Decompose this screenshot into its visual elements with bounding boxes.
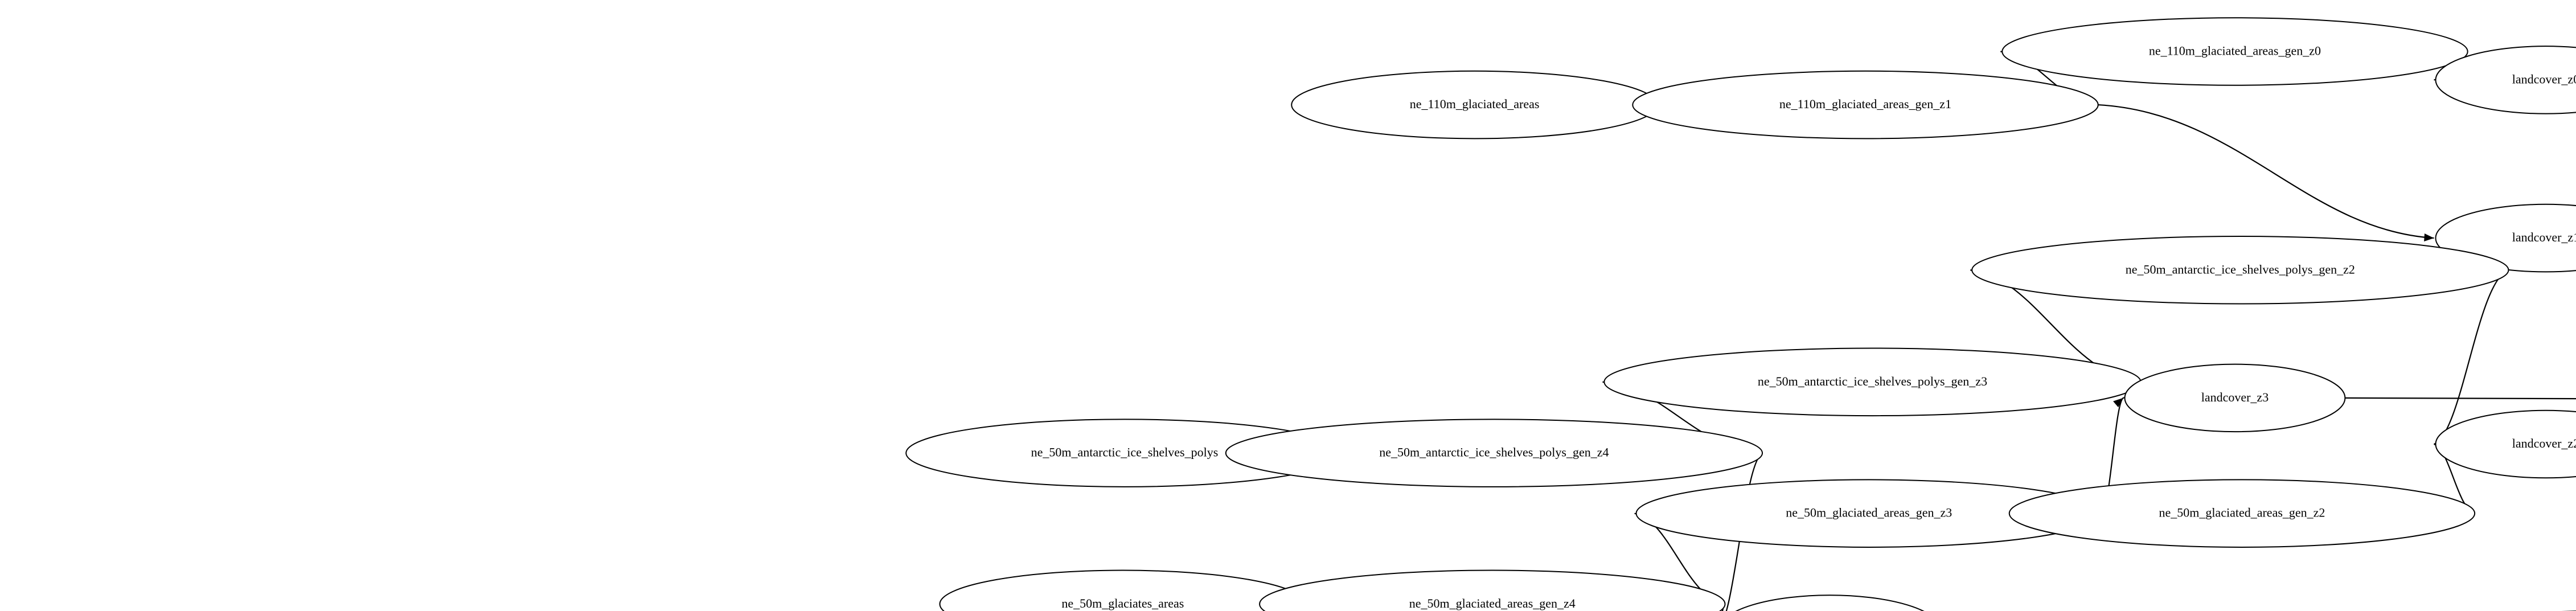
node-label: ne_50m_antarctic_ice_shelves_polys	[1031, 445, 1219, 460]
graph-node-ne_50m_antarctic_ice_shelves_polys[interactable]: ne_50m_antarctic_ice_shelves_polys	[905, 419, 1344, 487]
node-ellipse	[2435, 409, 2576, 479]
node-ellipse	[2001, 17, 2468, 86]
node-label: ne_50m_glaciated_areas_gen_z4	[1409, 596, 1576, 610]
node-label: ne_110m_glaciated_areas_gen_z1	[1779, 97, 1951, 111]
node-ellipse	[2008, 479, 2476, 548]
node-ellipse	[1735, 594, 1925, 611]
graph-node-ne_50m_glaciated_areas_gen_z2[interactable]: ne_50m_glaciated_areas_gen_z2	[2008, 479, 2476, 548]
node-ellipse	[1971, 235, 2509, 305]
graph-edge-landcover_z6--to--layer_landcover-z6	[2345, 565, 2576, 611]
graph-node-ne_50m_glaciated_areas_gen_z4[interactable]: ne_50m_glaciated_areas_gen_z4	[1259, 569, 1726, 611]
graph-node-ne_50m_glaciated_areas_gen_z3[interactable]: ne_50m_glaciated_areas_gen_z3	[1635, 479, 2102, 548]
edge-path	[2098, 104, 2434, 239]
node-label: ne_50m_glaciated_areas_gen_z2	[2159, 506, 2325, 520]
edge-arrowhead	[2424, 233, 2434, 242]
node-label: landcover_z2	[2512, 436, 2576, 450]
graph-node-ne_50m_antarctic_ice_shelves_polys_gen_z4[interactable]: ne_50m_antarctic_ice_shelves_polys_gen_z…	[1225, 419, 1763, 487]
graph-node-landcover_z4[interactable]: landcover_z4	[1720, 594, 1940, 611]
edge-path	[2345, 569, 2576, 611]
graph-node-landcover_z0[interactable]: landcover_z0	[2435, 46, 2576, 114]
graph-node-ne_110m_glaciated_areas[interactable]: ne_110m_glaciated_areas	[1291, 70, 1658, 140]
graph-node-ne_110m_glaciated_areas_gen_z1[interactable]: ne_110m_glaciated_areas_gen_z1	[1632, 70, 2099, 140]
node-ellipse	[1259, 569, 1726, 611]
node-label: ne_50m_glaciates_areas	[1061, 596, 1184, 610]
nodes-layer: imposm3osm_landcover_polygonsimplify_vw_…	[905, 17, 2576, 611]
graph-node-landcover_z3[interactable]: landcover_z3	[2124, 363, 2346, 433]
node-ellipse	[2124, 363, 2346, 433]
node-label: ne_110m_glaciated_areas	[1410, 97, 1540, 111]
node-label: landcover_z1	[2512, 230, 2576, 244]
graph-edge-ne_110m_glaciated_areas_gen_z1--to--landcover_z1	[2098, 104, 2434, 242]
node-ellipse	[1632, 70, 2099, 140]
graph-node-ne_110m_glaciated_areas_gen_z0[interactable]: ne_110m_glaciated_areas_gen_z0	[2001, 17, 2468, 86]
graph-node-ne_50m_antarctic_ice_shelves_polys_gen_z3[interactable]: ne_50m_antarctic_ice_shelves_polys_gen_z…	[1603, 347, 2142, 417]
node-label: ne_50m_antarctic_ice_shelves_polys_gen_z…	[1758, 374, 1987, 388]
node-label: ne_50m_antarctic_ice_shelves_polys_gen_z…	[1379, 445, 1609, 460]
graph-node-landcover_z2[interactable]: landcover_z2	[2435, 409, 2576, 479]
node-label: ne_50m_glaciated_areas_gen_z3	[1786, 506, 1952, 520]
node-label: ne_50m_antarctic_ice_shelves_polys_gen_z…	[2126, 262, 2355, 276]
graph-node-ne_50m_glaciated_areas[interactable]: ne_50m_glaciates_areas	[939, 569, 1307, 611]
node-label: landcover_z0	[2512, 72, 2576, 86]
node-ellipse	[1225, 419, 1763, 487]
edge-arrowhead	[2113, 397, 2123, 408]
node-label: ne_110m_glaciated_areas_gen_z0	[2149, 44, 2321, 58]
node-ellipse	[2435, 46, 2576, 114]
node-label: landcover_z3	[2201, 390, 2269, 404]
graph-node-ne_50m_antarctic_ice_shelves_polys_gen_z2[interactable]: ne_50m_antarctic_ice_shelves_polys_gen_z…	[1971, 235, 2509, 305]
